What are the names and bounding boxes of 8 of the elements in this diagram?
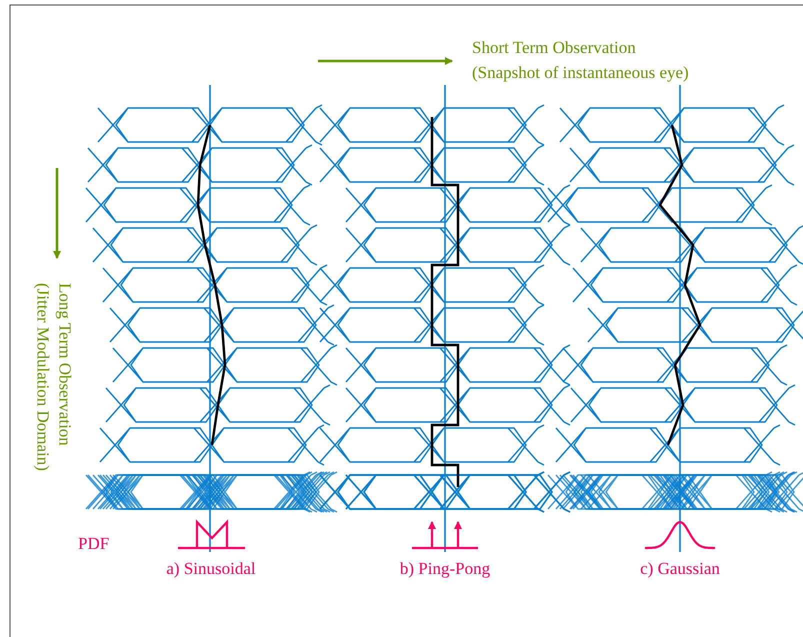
caption: b) Ping-Pong — [400, 559, 490, 580]
axis-label: (Snapshot of instantaneous eye) — [472, 63, 689, 84]
axis-label: Long Term Observation — [54, 283, 74, 446]
axis-label: Short Term Observation — [472, 38, 636, 58]
caption: a) Sinusoidal — [166, 559, 256, 580]
pdf-label: PDF — [78, 534, 110, 554]
caption: c) Gaussian — [640, 559, 720, 580]
axis-label: (Jitter Modulation Domain) — [32, 283, 52, 471]
